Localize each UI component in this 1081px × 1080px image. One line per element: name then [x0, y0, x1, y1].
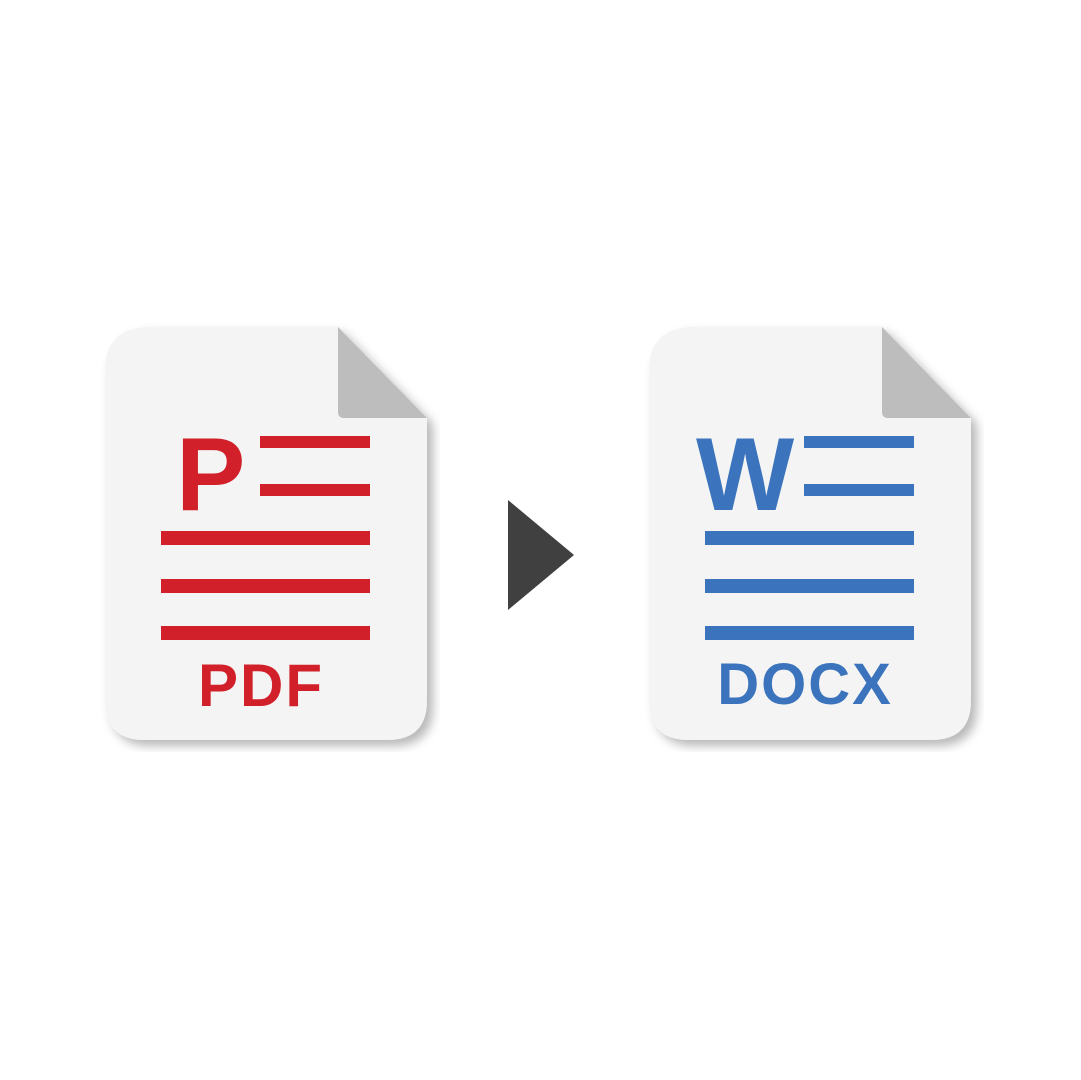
- text-line: [161, 531, 370, 545]
- file-format-label: PDF: [198, 652, 324, 719]
- text-line: [161, 626, 370, 640]
- pdf-document-icon: [105, 327, 427, 740]
- text-line: [804, 436, 914, 448]
- docx-file-icon: W DOCX: [644, 322, 984, 752]
- text-line: [161, 579, 370, 593]
- text-line: [260, 436, 370, 448]
- file-type-letter: P: [176, 417, 246, 533]
- folded-corner: [338, 327, 427, 418]
- word-document-icon: [649, 327, 971, 740]
- folded-corner: [882, 327, 971, 418]
- text-line: [705, 626, 914, 640]
- text-line: [260, 484, 370, 496]
- pdf-file-icon: P PDF: [100, 322, 440, 752]
- text-line: [804, 484, 914, 496]
- play-arrow-icon: [508, 500, 574, 610]
- text-line: [705, 579, 914, 593]
- file-type-letter: W: [696, 417, 795, 533]
- file-format-label: DOCX: [717, 652, 893, 717]
- text-line: [705, 531, 914, 545]
